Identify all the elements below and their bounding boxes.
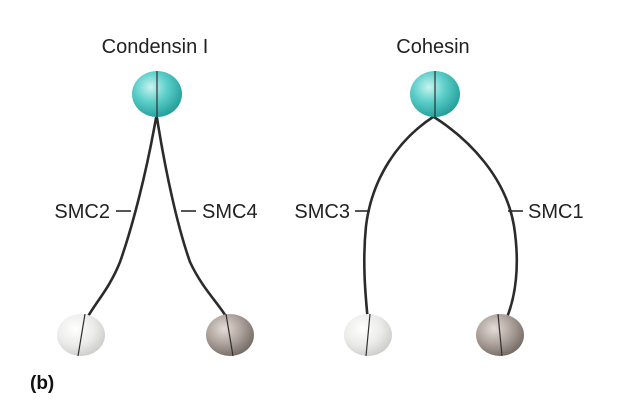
smc4-head-seam: [225, 313, 234, 357]
smc1-arm: [432, 115, 519, 324]
smc3-label: SMC3: [294, 201, 350, 223]
condensin-i-title: Condensin I: [102, 36, 209, 58]
condensin-i-complex: Condensin I SMC2 SMC4: [54, 36, 258, 357]
smc2-arm: [82, 116, 158, 326]
smc1-head-seam: [497, 313, 503, 357]
smc1-label: SMC1: [528, 201, 584, 223]
smc3-arm: [362, 115, 435, 324]
cohesin-title: Cohesin: [396, 36, 469, 58]
smc4-arm: [155, 116, 232, 326]
smc4-label: SMC4: [202, 201, 258, 223]
smc2-head-seam: [77, 313, 86, 357]
smc3-head-seam: [365, 313, 371, 357]
panel-label: (b): [30, 373, 54, 394]
cohesin-complex: Cohesin SMC3 SMC1: [294, 36, 584, 357]
smc2-label: SMC2: [54, 201, 110, 223]
